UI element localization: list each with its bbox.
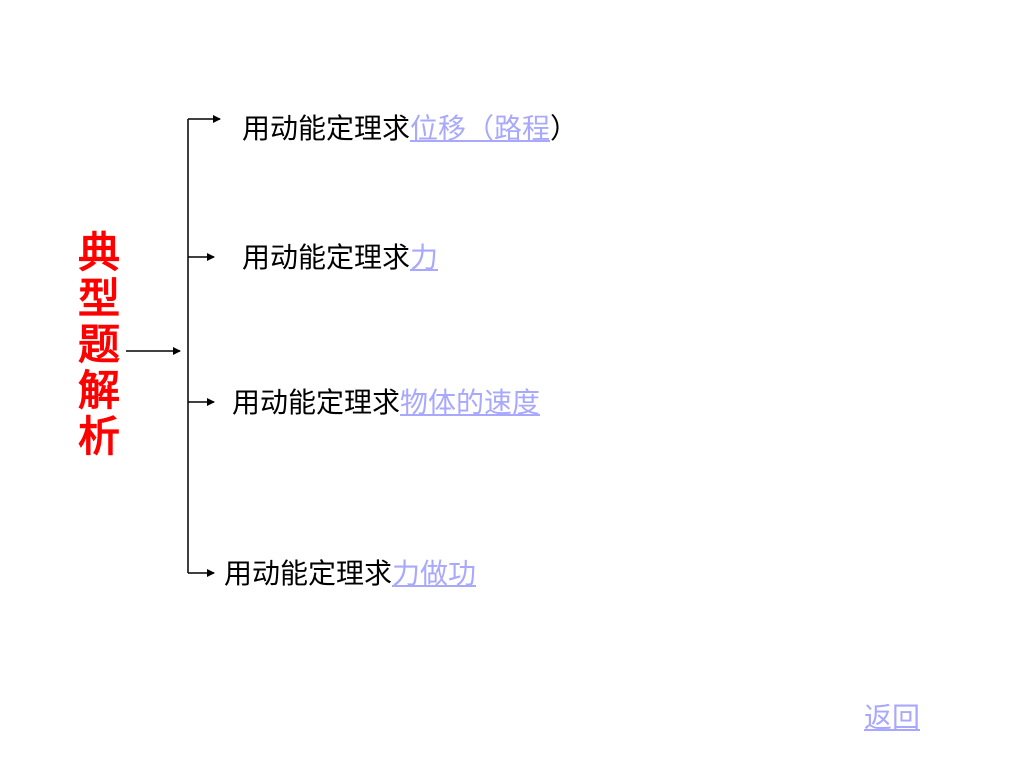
topic-link-force[interactable]: 力 (410, 241, 439, 274)
topic-prefix: 用动能定理求 (242, 112, 411, 145)
title-char: 析 (77, 412, 120, 461)
section-title: 典 型 题 解 析 (74, 230, 124, 460)
title-char: 解 (77, 366, 120, 415)
topic-link-velocity[interactable]: 物体的速度 (400, 386, 541, 419)
title-char: 题 (77, 320, 120, 369)
topic-item-force: 用动能定理求力 (242, 242, 438, 274)
topic-item-velocity: 用动能定理求物体的速度 (232, 387, 540, 419)
topic-prefix: 用动能定理求 (232, 386, 401, 419)
back-link[interactable]: 返回 (864, 701, 921, 734)
topic-suffix: ） (550, 112, 579, 145)
title-char: 典 (77, 228, 120, 277)
topic-prefix: 用动能定理求 (242, 241, 411, 274)
topic-link-displacement[interactable]: 位移（路程 (410, 112, 551, 145)
topic-prefix: 用动能定理求 (224, 557, 393, 590)
topic-link-work[interactable]: 力做功 (392, 557, 477, 590)
title-char: 型 (77, 274, 120, 323)
topic-item-work: 用动能定理求力做功 (224, 558, 476, 590)
topic-item-displacement: 用动能定理求位移（路程） (242, 113, 578, 145)
